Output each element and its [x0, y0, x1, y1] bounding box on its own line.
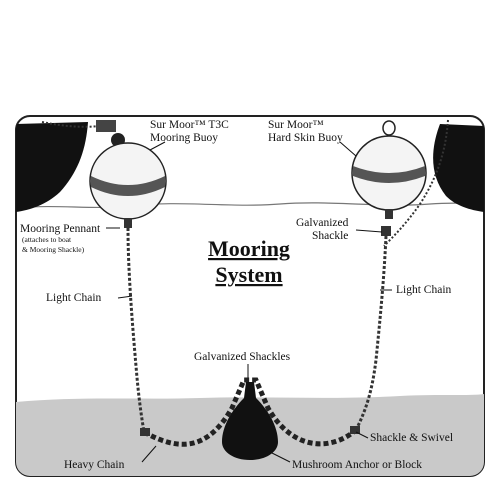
label-t3c-buoy-line2: Mooring Buoy [150, 132, 218, 144]
pointer-light-chain-left [117, 295, 133, 299]
label-galv-shackle-line2: Shackle [312, 230, 348, 242]
pointer-t3c [149, 141, 166, 151]
pointer-galv-shackle [355, 229, 383, 233]
left-pennant-rope [41, 121, 101, 128]
right-boat-hull [433, 124, 484, 212]
right-pennant-rope [383, 119, 449, 247]
left-shackle-swivel [140, 428, 150, 436]
label-galv-shackles: Galvanized Shackles [194, 351, 291, 363]
label-light-chain-left: Light Chain [46, 292, 102, 304]
label-pennant-note2: & Mooring Shackle) [22, 245, 85, 254]
pointer-hard-skin [339, 141, 357, 157]
label-pennant-note1: (attaches to boat [22, 235, 72, 244]
diagram-title-line2: System [215, 262, 282, 287]
label-heavy-chain: Heavy Chain [64, 459, 125, 471]
pointer-heavy-chain [141, 445, 157, 463]
right-shackle-swivel [350, 426, 360, 434]
label-t3c-buoy-line1: Sur Moor™ T3C [150, 119, 229, 131]
label-shackle-swivel: Shackle & Swivel [370, 432, 453, 444]
label-anchor: Mushroom Anchor or Block [292, 459, 422, 471]
left-boat-hull [16, 122, 88, 212]
pointer-shackle-swivel [355, 431, 369, 439]
diagram-title-line1: Mooring [208, 236, 290, 261]
label-galv-shackle-line1: Galvanized [296, 217, 349, 229]
hard-skin-buoy [351, 120, 427, 236]
left-light-chain [126, 227, 146, 433]
pointer-anchor [269, 451, 291, 463]
t3c-mooring-buoy [89, 120, 167, 228]
label-hard-skin-line2: Hard Skin Buoy [268, 132, 343, 144]
mushroom-anchor [222, 382, 278, 460]
water-surface [16, 202, 484, 209]
label-light-chain-right: Light Chain [396, 284, 452, 296]
heavy-chain [142, 377, 358, 447]
label-hard-skin-line1: Sur Moor™ [268, 119, 324, 131]
label-pennant: Mooring Pennant [20, 223, 101, 235]
